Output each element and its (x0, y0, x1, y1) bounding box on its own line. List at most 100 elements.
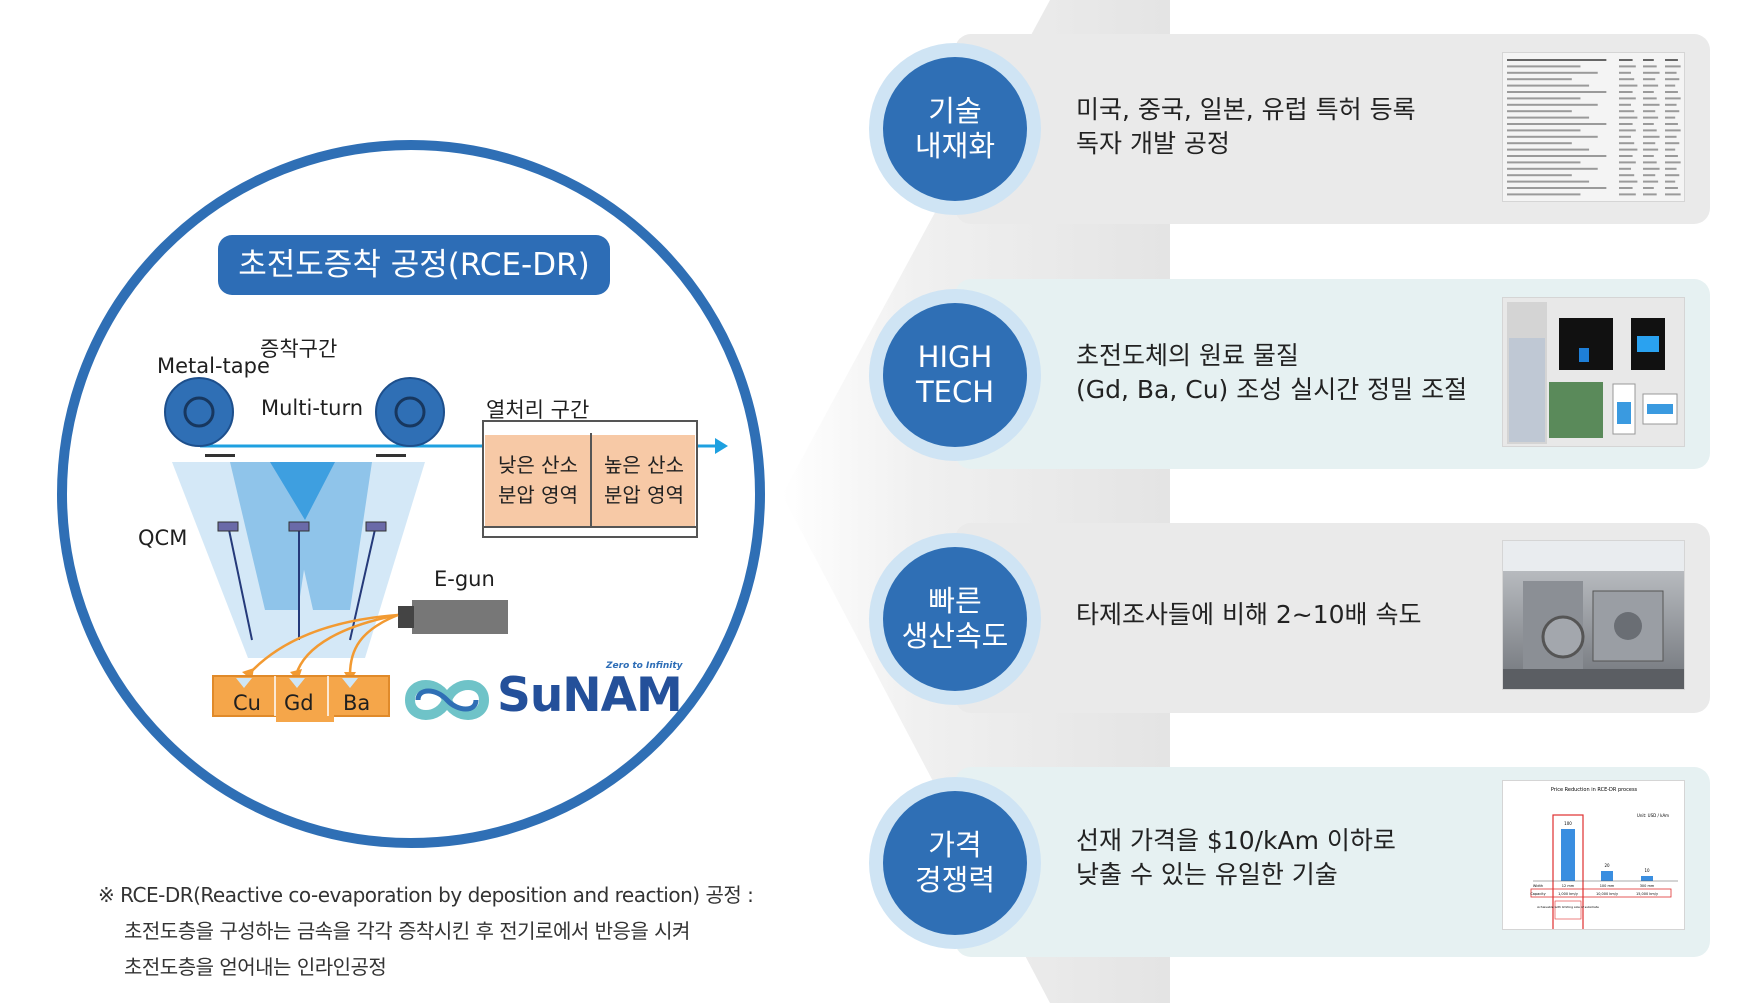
price-chart-icon: Price Reduction in RCE-DR process Unit: … (1502, 780, 1685, 930)
process-diagram (164, 377, 728, 722)
table-line (1643, 123, 1654, 125)
table-line (1665, 116, 1676, 119)
table-line (1665, 71, 1677, 74)
table-line (1665, 193, 1681, 196)
element-ba: Ba (343, 691, 371, 715)
table-line (1643, 129, 1657, 132)
capacity-label: Capacity (1530, 892, 1545, 896)
table-line (1619, 97, 1636, 100)
table-line (1619, 116, 1638, 119)
table-line (1619, 59, 1633, 61)
highlight-box (1552, 814, 1584, 929)
footnote: ※ RCE-DR(Reactive co-evaporation by depo… (98, 877, 754, 985)
table-line (1619, 110, 1635, 113)
footnote-line-3: 초전도층을 얻어내는 인라인공정 (124, 955, 387, 979)
process-title: 초전도증착 공정(RCE-DR) (218, 235, 610, 295)
table-line (1665, 65, 1681, 68)
roller-right-base (376, 454, 406, 457)
bar-2-label: 20 (1604, 863, 1610, 868)
table-line (1665, 91, 1678, 93)
table-line (1507, 103, 1598, 106)
table-line (1507, 155, 1607, 157)
table-line (1643, 116, 1659, 119)
bar-3 (1641, 876, 1653, 881)
table-line (1619, 123, 1633, 125)
logo-tagline: Zero to Infinity (606, 661, 683, 671)
table-line (1665, 135, 1677, 138)
table-line (1643, 142, 1656, 145)
element-cu: Cu (233, 691, 261, 715)
table-line (1619, 155, 1633, 157)
beam-center (270, 462, 335, 520)
table-line (1619, 65, 1636, 68)
table-line (1619, 91, 1633, 93)
width-label: Width (1533, 884, 1543, 888)
table-line (1507, 65, 1581, 68)
heat-zone-label: 열처리 구간 (486, 398, 590, 422)
table-line (1619, 84, 1638, 87)
roller-left-base (205, 454, 235, 457)
capacity-2: 10,000 km/y (1596, 892, 1618, 896)
table-line (1507, 167, 1598, 170)
width-1: 12 mm (1562, 884, 1575, 888)
feature-text-hightech: 초전도체의 원료 물질 (Gd, Ba, Cu) 조성 실시간 정밀 조절 (1076, 341, 1468, 404)
table-line (1643, 91, 1654, 93)
table-line (1643, 180, 1659, 183)
price-chart-unit: Unit: USD / kAm (1637, 813, 1669, 818)
table-line (1665, 129, 1681, 132)
deposition-zone-label: 증착구간 (260, 337, 338, 361)
table-line (1507, 59, 1607, 61)
table-line (1619, 78, 1635, 81)
table-line (1643, 71, 1660, 74)
capacity-1: 1,000 km/y (1558, 892, 1578, 896)
qcm-label: QCM (138, 526, 188, 550)
egun-body (412, 600, 508, 634)
table-line (1619, 103, 1631, 106)
table-line (1643, 78, 1656, 81)
table-line (1643, 167, 1660, 170)
table-line (1619, 135, 1631, 138)
table-line (1619, 71, 1631, 74)
low-oxygen-zone (485, 435, 590, 527)
egun-nozzle (398, 606, 414, 628)
table-line (1665, 84, 1676, 87)
element-gd: Gd (284, 691, 314, 715)
tape-arrow (715, 438, 728, 454)
infinity-logo-icon (404, 680, 490, 720)
table-line (1643, 193, 1657, 196)
table-line (1643, 161, 1657, 164)
price-chart-note: Achievable with limiting size of substra… (1537, 905, 1599, 909)
table-line (1507, 116, 1590, 119)
table-line (1507, 193, 1581, 196)
table-line (1643, 65, 1657, 68)
table-line (1507, 91, 1607, 93)
qcm-sensor-1 (217, 521, 239, 532)
table-line (1665, 174, 1680, 177)
table-line (1619, 180, 1638, 183)
table-line (1665, 167, 1677, 170)
table-line (1665, 142, 1680, 145)
table-line (1507, 129, 1581, 132)
bar-1-label: 100 (1564, 821, 1572, 826)
high-oxygen-zone-text: 높은 산소 분압 영역 (604, 453, 684, 507)
sunam-logo: SuNAM (497, 668, 683, 723)
table-line (1619, 174, 1635, 177)
table-line (1507, 174, 1572, 177)
table-line (1665, 59, 1678, 61)
table-line (1643, 174, 1656, 177)
table-line (1507, 84, 1590, 87)
table-line (1643, 148, 1659, 151)
table-line (1643, 59, 1654, 61)
table-line (1643, 187, 1654, 189)
bar-2 (1601, 871, 1613, 881)
multi-turn-label: Multi-turn (261, 396, 364, 420)
width-2: 100 mm (1600, 884, 1615, 888)
table-line (1507, 142, 1572, 145)
table-line (1643, 110, 1656, 113)
bar-1 (1561, 829, 1575, 881)
feature-text-speed: 타제조사들에 비해 2~10배 속도 (1076, 600, 1422, 629)
table-line (1507, 123, 1607, 125)
production-machine-photo (1502, 540, 1685, 690)
